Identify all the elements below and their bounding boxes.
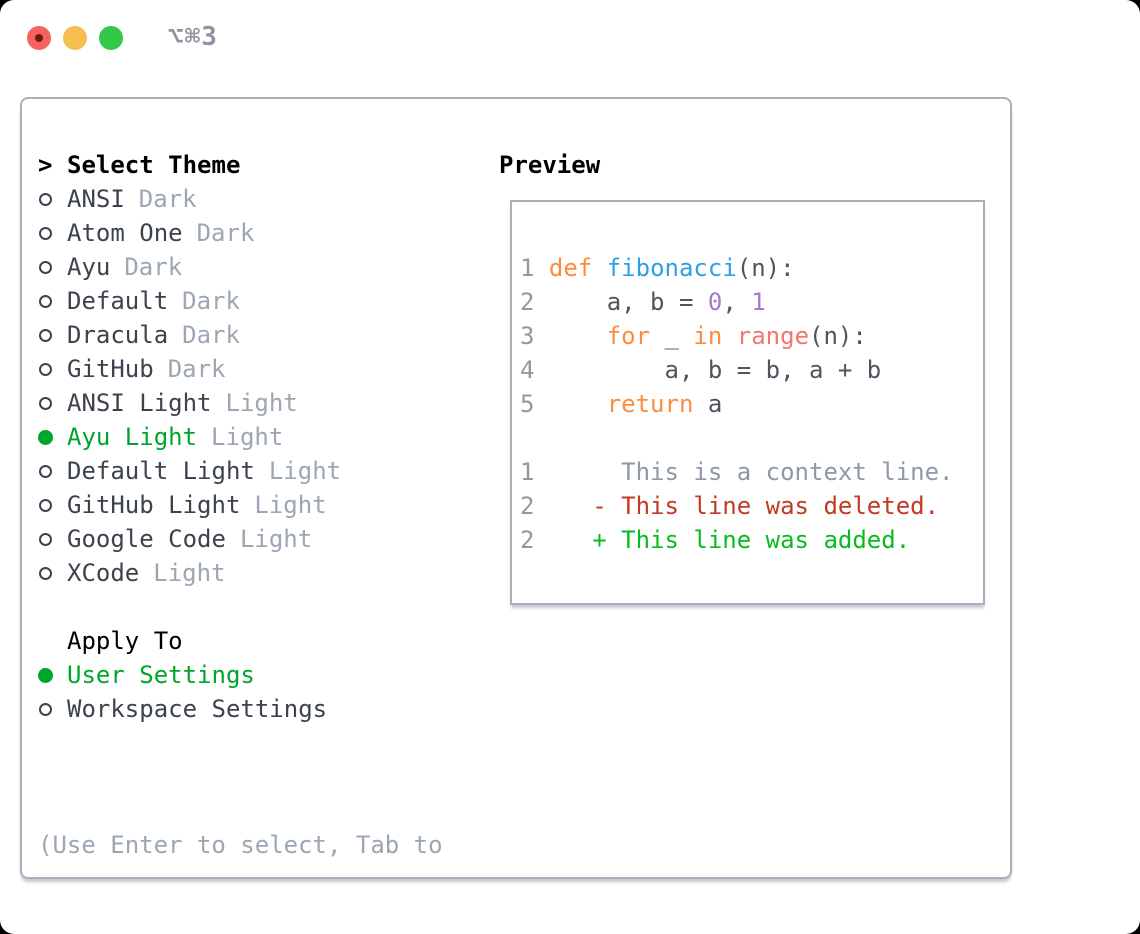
radio-icon — [38, 260, 67, 274]
help-line-1: (Use Enter to select, Tab to — [38, 831, 443, 859]
preview-title: Preview — [499, 151, 601, 179]
radio-icon — [38, 498, 67, 512]
preview-code-line: 1 This is a context line. — [520, 458, 954, 486]
help-line-2: change focus) — [38, 930, 443, 934]
radio-icon — [38, 702, 67, 716]
theme-list-column: > Select Theme ANSI Dark Atom One Dark A… — [38, 148, 443, 934]
theme-option[interactable]: Dracula Dark — [38, 318, 443, 352]
theme-option[interactable]: XCode Light — [38, 556, 443, 590]
apply-list: User Settings Workspace Settings — [38, 658, 443, 726]
theme-option[interactable]: Atom One Dark — [38, 216, 443, 250]
apply-to-header: Apply To — [38, 624, 443, 658]
window-title: ⌥⌘3 — [168, 22, 218, 52]
theme-list: ANSI Dark Atom One Dark Ayu Dark Default… — [38, 182, 443, 590]
radio-icon — [38, 566, 67, 580]
radio-icon — [38, 362, 67, 376]
preview-code-line: 2 a, b = 0, 1 — [520, 288, 766, 316]
select-theme-header: > Select Theme — [38, 148, 443, 182]
theme-option[interactable]: Google Code Light — [38, 522, 443, 556]
apply-option[interactable]: Workspace Settings — [38, 692, 443, 726]
select-theme-title: Select Theme — [67, 151, 241, 179]
theme-option[interactable]: Ayu Light Light — [38, 420, 443, 454]
preview-code: 1 def fibonacci(n): 2 a, b = 0, 1 3 for _ … — [520, 251, 953, 557]
preview-code-line: 2 - This line was deleted. — [520, 492, 940, 520]
theme-option[interactable]: Default Light Light — [38, 454, 443, 488]
radio-icon — [38, 464, 67, 478]
radio-icon — [38, 226, 67, 240]
preview-code-line: 2 + This line was added. — [520, 526, 911, 554]
preview-pane: 1 def fibonacci(n): 2 a, b = 0, 1 3 for _ … — [510, 200, 985, 605]
theme-option[interactable]: Default Dark — [38, 284, 443, 318]
preview-code-line — [520, 421, 953, 455]
traffic-light-minimize-button[interactable] — [63, 26, 87, 50]
focus-arrow-icon: > — [38, 151, 53, 179]
radio-icon — [38, 328, 67, 342]
apply-to-title: Apply To — [67, 627, 183, 655]
theme-option[interactable]: ANSI Dark — [38, 182, 443, 216]
preview-code-line: 1 def fibonacci(n): — [520, 254, 795, 282]
theme-picker-panel: > Select Theme ANSI Dark Atom One Dark A… — [20, 97, 1012, 934]
preview-code-line: 3 for _ in range(n): — [520, 322, 867, 350]
apply-option[interactable]: User Settings — [38, 658, 443, 692]
radio-icon — [38, 396, 67, 410]
radio-icon — [38, 667, 67, 683]
radio-icon — [38, 532, 67, 546]
preview-code-line: 5 return a — [520, 390, 723, 418]
theme-option[interactable]: Ayu Dark — [38, 250, 443, 284]
traffic-light-close-button[interactable] — [27, 26, 51, 50]
theme-option[interactable]: ANSI Light Light — [38, 386, 443, 420]
theme-option[interactable]: GitHub Light Light — [38, 488, 443, 522]
theme-option[interactable]: GitHub Dark — [38, 352, 443, 386]
preview-code-line: 4 a, b = b, a + b — [520, 356, 882, 384]
traffic-light-zoom-button[interactable] — [99, 26, 123, 50]
radio-icon — [38, 294, 67, 308]
help-text: (Use Enter to select, Tab to change focu… — [38, 760, 443, 934]
radio-icon — [38, 429, 67, 445]
radio-icon — [38, 192, 67, 206]
